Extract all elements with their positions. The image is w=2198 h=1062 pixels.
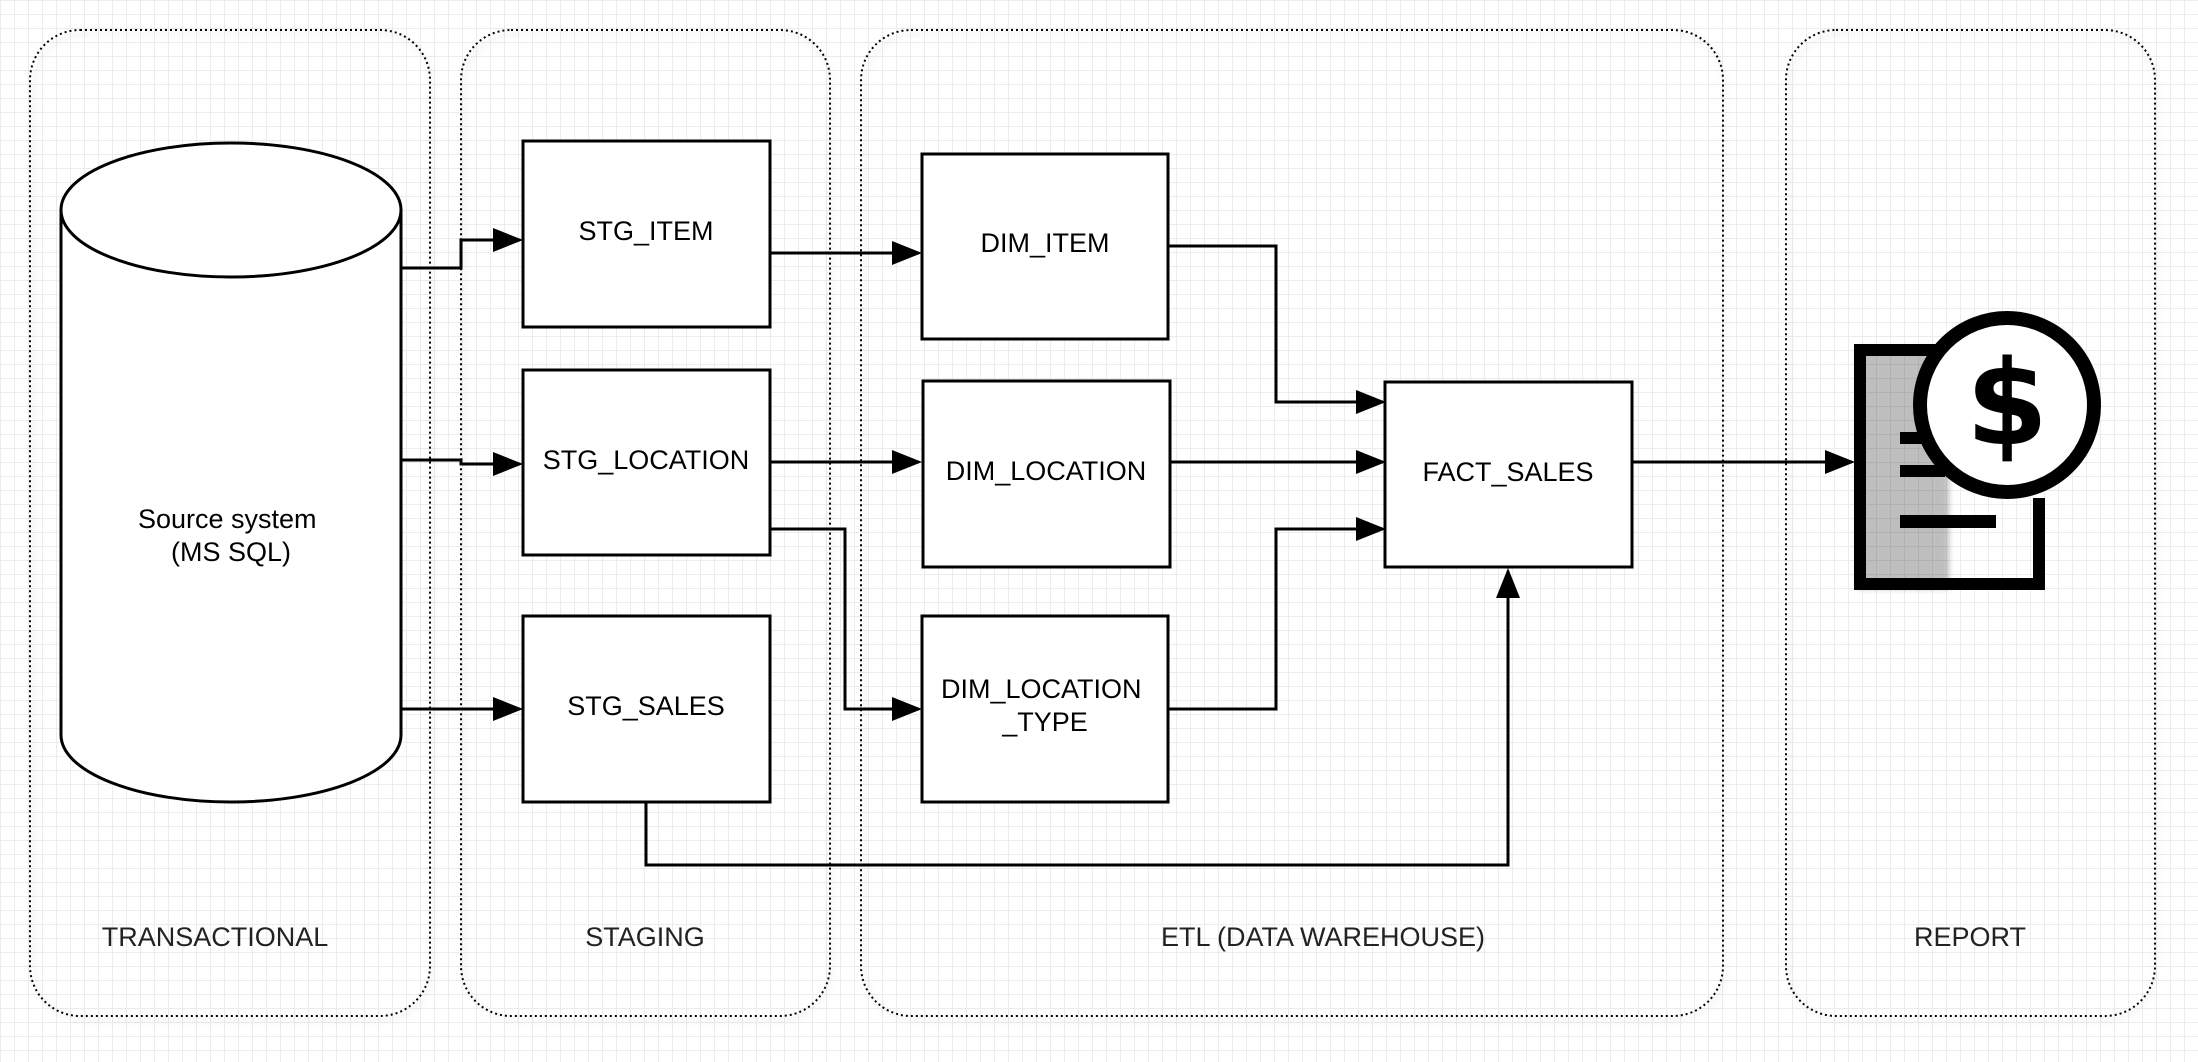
svg-text:DIM_LOCATION _TYPE: DIM_LOCATION _TYPE: [941, 674, 1149, 737]
fact-sales-label: FACT_SALES: [1422, 457, 1593, 487]
dim-location-type-label-line2: _TYPE: [1001, 707, 1088, 737]
node-dim-item: DIM_ITEM: [920, 152, 1170, 341]
svg-text:$: $: [1966, 334, 2048, 472]
dim-location-type-label-line1: DIM_LOCATION: [941, 674, 1142, 704]
zone-label-staging: STAGING: [585, 922, 705, 952]
node-stg-location: STG_LOCATION: [521, 368, 772, 557]
edge-source-to-stg-item: [401, 228, 523, 270]
zone-report: REPORT: [1785, 29, 2158, 1022]
dim-location-label: DIM_LOCATION: [946, 456, 1147, 486]
zone-staging: STAGING: [460, 29, 833, 1022]
source-system-label-line1: Source system: [138, 504, 317, 534]
stg-item-label: STG_ITEM: [578, 216, 713, 246]
source-system-label-line2: (MS SQL): [171, 537, 291, 567]
node-stg-sales: STG_SALES: [521, 614, 772, 804]
zone-etl: ETL (DATA WAREHOUSE): [860, 29, 1727, 1022]
node-dim-location: DIM_LOCATION: [921, 379, 1172, 569]
edge-stg-sales-to-fact-sales: [644, 568, 1520, 867]
zone-transactional: TRANSACTIONAL: [29, 29, 434, 1022]
node-stg-item: STG_ITEM: [521, 139, 772, 329]
edges: [401, 228, 1855, 867]
edge-dim-item-to-fact-sales: [1168, 244, 1386, 414]
edge-dim-location-type-to-fact-sales: [1168, 517, 1386, 711]
zone-label-transactional: TRANSACTIONAL: [102, 922, 329, 952]
dim-item-label: DIM_ITEM: [980, 228, 1109, 258]
svg-text:Source system (MS SQL): Source system (MS SQL): [138, 504, 324, 567]
edge-stg-location-to-dim-location-type: [770, 527, 922, 721]
zone-label-etl: ETL (DATA WAREHOUSE): [1161, 922, 1485, 952]
node-source-system: Source system (MS SQL): [59, 141, 403, 804]
node-dim-location-type: DIM_LOCATION _TYPE: [920, 614, 1170, 804]
stg-location-label: STG_LOCATION: [543, 445, 750, 475]
node-fact-sales: FACT_SALES: [1383, 380, 1634, 569]
zone-label-report: REPORT: [1914, 922, 2026, 952]
edge-source-to-stg-location: [401, 452, 523, 476]
sales-report-dollar-icon: $: [1854, 311, 2101, 590]
stg-sales-label: STG_SALES: [567, 691, 725, 721]
